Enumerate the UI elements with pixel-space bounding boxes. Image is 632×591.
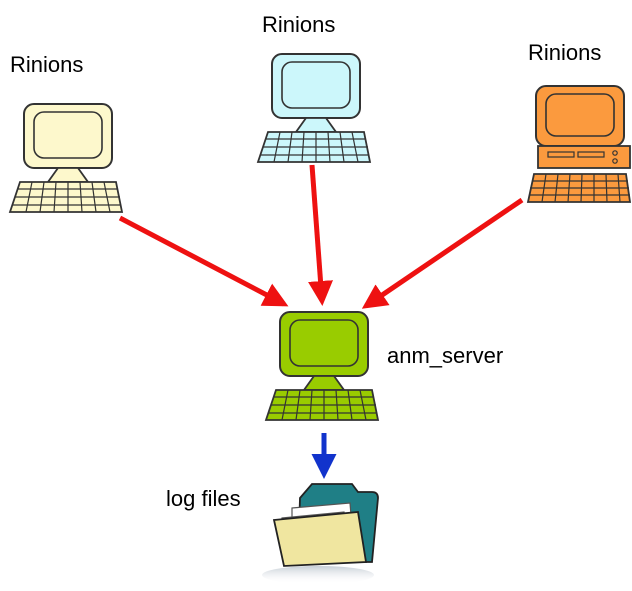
computer-icon-right	[526, 85, 632, 203]
client-label-left: Rinions	[10, 52, 84, 77]
client-label-right: Rinions	[528, 40, 602, 65]
server-label: anm_server	[387, 343, 504, 368]
client-label-middle: Rinions	[262, 12, 336, 37]
log-files-label: log files	[166, 486, 241, 511]
arrow-right-to-server	[361, 197, 524, 309]
arrow-left-to-server	[118, 215, 289, 307]
server-computer-icon	[264, 311, 380, 421]
computer-icon-left	[8, 103, 124, 213]
folder-icon	[262, 483, 379, 584]
computer-icon-middle	[256, 53, 372, 163]
arrow-middle-to-server	[308, 164, 333, 306]
